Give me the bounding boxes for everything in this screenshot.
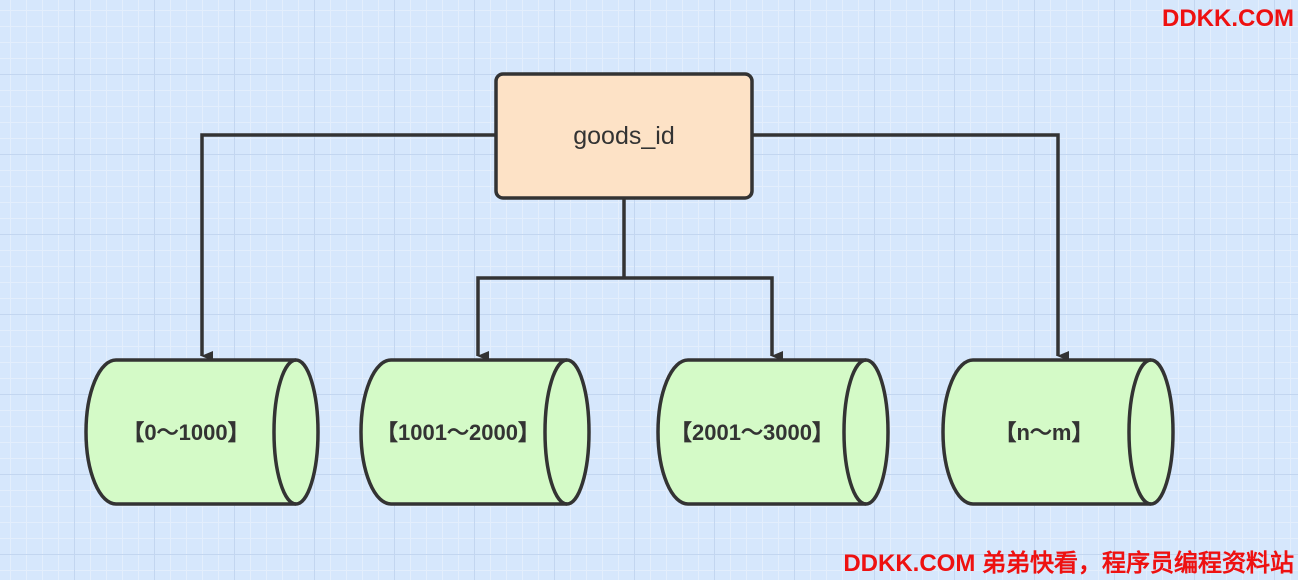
connector-root-to-partition-2	[476, 276, 624, 361]
connector-root-to-partition-1	[200, 133, 496, 361]
root-node-label: goods_id	[573, 122, 674, 150]
partition-cylinder-face	[1127, 358, 1152, 506]
partition-node-3: 【2001～3000】	[656, 358, 890, 506]
connector-root-to-partition-3	[624, 276, 783, 361]
partition-node-2: 【1001～2000】	[359, 358, 591, 506]
partition-label-1: 【0～1000】	[122, 420, 249, 445]
partition-node-1: 【0～1000】	[84, 358, 320, 506]
partition-label-2: 【1001～2000】	[376, 420, 540, 445]
connectors	[200, 133, 1069, 361]
partition-label-4: 【n～m】	[994, 420, 1093, 445]
partition-cylinder-face	[272, 358, 297, 506]
root-node-box	[494, 72, 754, 200]
watermark-top: DDKK.COM	[1162, 5, 1294, 32]
connector-root-to-partition-4	[752, 133, 1069, 361]
root-node: goods_id	[494, 72, 754, 200]
partition-cylinder-face	[543, 358, 568, 506]
partition-cylinder-face	[842, 358, 867, 506]
partition-node-4: 【n～m】	[941, 358, 1175, 506]
partition-label-3: 【2001～3000】	[670, 420, 834, 445]
watermark-bottom: DDKK.COM 弟弟快看，程序员编程资料站	[843, 550, 1294, 577]
